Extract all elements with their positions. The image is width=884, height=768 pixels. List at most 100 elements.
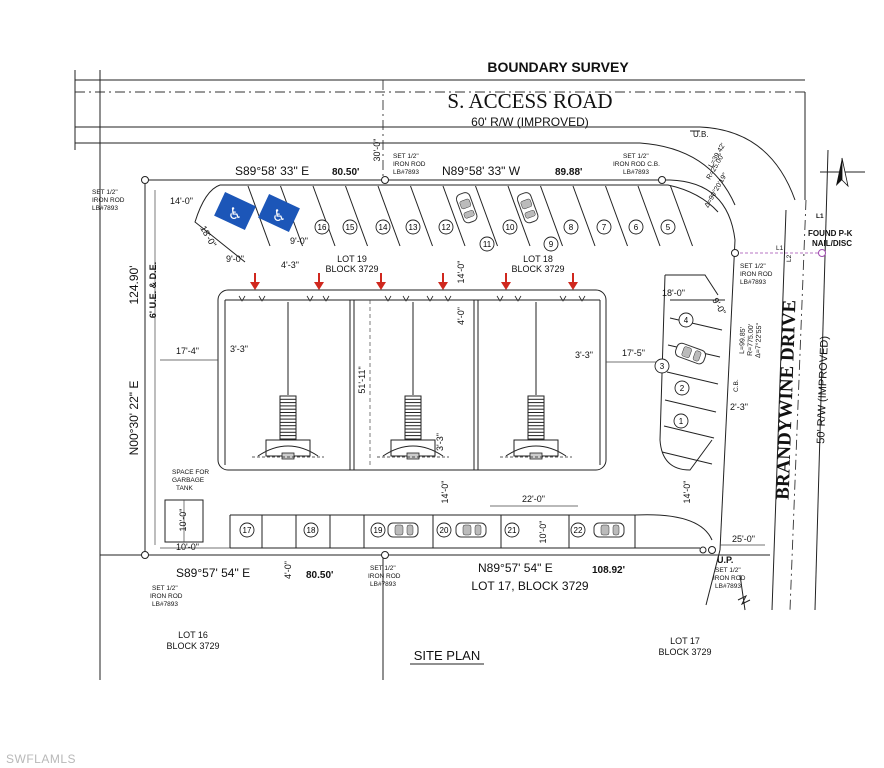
monument-top-mid-line1: SET 1/2" [393, 153, 419, 160]
dim-14ft-bottom: 14'-0" [440, 481, 450, 504]
bearing-bottom-left: S89°57' 54" E [176, 566, 250, 580]
parking-space-11: 11 [479, 236, 495, 252]
survey-title: BOUNDARY SURVEY [487, 59, 629, 75]
parking-number: 2 [680, 384, 685, 393]
monument-label-se: SET 1/2" IRON ROD LB#7893 [713, 567, 746, 590]
dim-3ft3-bottom: 3'-3" [435, 433, 445, 451]
iron-rod-cb-icon [658, 176, 666, 184]
unit-stair [500, 302, 572, 460]
monument-bm-line2: IRON ROD [368, 573, 401, 580]
door-mark [258, 295, 266, 302]
door-mark [384, 295, 392, 302]
dim-14ft-right: 14'-0" [682, 481, 692, 504]
monument-cb-line1: SET 1/2" [623, 153, 649, 160]
parking-space-15: 15 [342, 219, 358, 235]
stall-line [442, 185, 466, 247]
curve-right-l: L=99.85' [739, 327, 747, 354]
parking-number: 8 [569, 223, 574, 232]
monument-east-line3: LB#7893 [740, 279, 766, 286]
bearing-bottom-right: N89°57' 54" E [478, 561, 553, 575]
dim-14ft-top: 14'-0" [170, 196, 193, 206]
monument-nw-line3: LB#7893 [92, 205, 118, 212]
bearing-bottom-left-dist: 80.50' [306, 570, 333, 581]
stall-line [345, 185, 368, 247]
dim-51ft11: 51'-11" [357, 366, 367, 393]
parking-space-12: 12 [438, 219, 454, 235]
monument-label-bottom-mid: SET 1/2" IRON ROD LB#7893 [368, 565, 401, 588]
iron-rod-east-icon [731, 249, 739, 257]
l2-label: L2 [786, 254, 793, 262]
up-label: U.P. [717, 555, 733, 565]
iron-rod-se-icon [708, 546, 716, 554]
parking-space-16: 16 [314, 219, 330, 235]
parking-number: 19 [374, 526, 383, 535]
access-road-name: S. ACCESS ROAD [447, 89, 612, 113]
car-space-20 [455, 522, 487, 538]
monument-sw-line2: IRON ROD [150, 593, 183, 600]
parking-space-21: 21 [504, 522, 520, 538]
utility-pole-icon [699, 546, 707, 554]
parking-space-19: 19 [370, 522, 386, 538]
dim-3ft3-left: 3'-3" [230, 344, 248, 354]
stall-line [312, 185, 336, 247]
car-space-10 [516, 192, 539, 224]
dim-9ft-right: 9'-0" [710, 296, 728, 317]
boundary-monuments [141, 176, 739, 559]
curve-right-r: R=775.00' [747, 324, 755, 356]
lot16-label-1: LOT 16 [178, 630, 208, 640]
door-mark [402, 295, 410, 302]
dim-10ft-garbage: 10'-0" [176, 542, 199, 552]
entry-arrow-icon [376, 273, 386, 290]
parking-number: 21 [508, 526, 517, 535]
parking-number: 1 [679, 417, 684, 426]
monument-bm-line3: LB#7893 [370, 581, 396, 588]
parking-number: 12 [442, 223, 451, 232]
dim-4ft-center: 4'-0" [456, 307, 466, 325]
parking-bottom-stalls [261, 515, 636, 548]
stall-line [540, 185, 563, 247]
monument-bm-line1: SET 1/2" [370, 565, 396, 572]
parking-number: 18 [307, 526, 316, 535]
parking-space-4: 4 [678, 312, 694, 328]
stall-line [572, 185, 596, 247]
monument-label-top-mid: SET 1/2" IRON ROD LB#7893 [393, 153, 426, 176]
dim-22ft: 22'-0" [522, 494, 545, 504]
iron-rod-sw-icon [141, 551, 149, 559]
dim-10ft-bottom: 10'-0" [538, 521, 548, 544]
entry-arrow-icon [568, 273, 578, 290]
parking-number: 7 [602, 223, 607, 232]
entry-arrow-icon [314, 273, 324, 290]
found-pk-label-1: FOUND P-K [808, 229, 853, 238]
dim-14ft-center: 14'-0" [456, 261, 466, 284]
garbage-label-3: TANK [176, 485, 194, 492]
handicap-icon-2: ♿ [272, 208, 286, 225]
parking-space-7: 7 [596, 219, 612, 235]
parking-number: 16 [318, 223, 327, 232]
door-mark [444, 295, 452, 302]
monument-label-east: SET 1/2" IRON ROD LB#7893 [740, 263, 773, 286]
stall-line [475, 185, 498, 247]
dim-4ft3-top: 4'-3" [281, 260, 299, 270]
parking-number: 20 [440, 526, 449, 535]
lot18-label-2: BLOCK 3729 [511, 264, 564, 274]
monument-se-line2: IRON ROD [713, 575, 746, 582]
door-mark [426, 295, 434, 302]
parking-space-3: 3 [654, 358, 670, 374]
parking-number: 9 [549, 240, 554, 249]
door-mark [496, 295, 504, 302]
parking-number: 11 [483, 240, 492, 249]
north-arrow-icon [820, 157, 865, 188]
site-plan-label: SITE PLAN [414, 648, 480, 663]
lot17-label-2: BLOCK 3729 [658, 647, 711, 657]
curve-right-delta: Δ=7°22'55" [754, 322, 763, 358]
handicap-space-2: ♿ [258, 194, 300, 232]
dim-30ft: 30'-0" [372, 139, 382, 162]
monument-nw-line2: IRON ROD [92, 197, 125, 204]
door-mark [578, 295, 586, 302]
door-mark [514, 295, 522, 302]
dim-3ft3-right: 3'-3" [575, 350, 593, 360]
parking-space-2: 2 [674, 380, 690, 396]
car-space-12 [455, 192, 478, 224]
parking-space-17: 17 [239, 522, 255, 538]
